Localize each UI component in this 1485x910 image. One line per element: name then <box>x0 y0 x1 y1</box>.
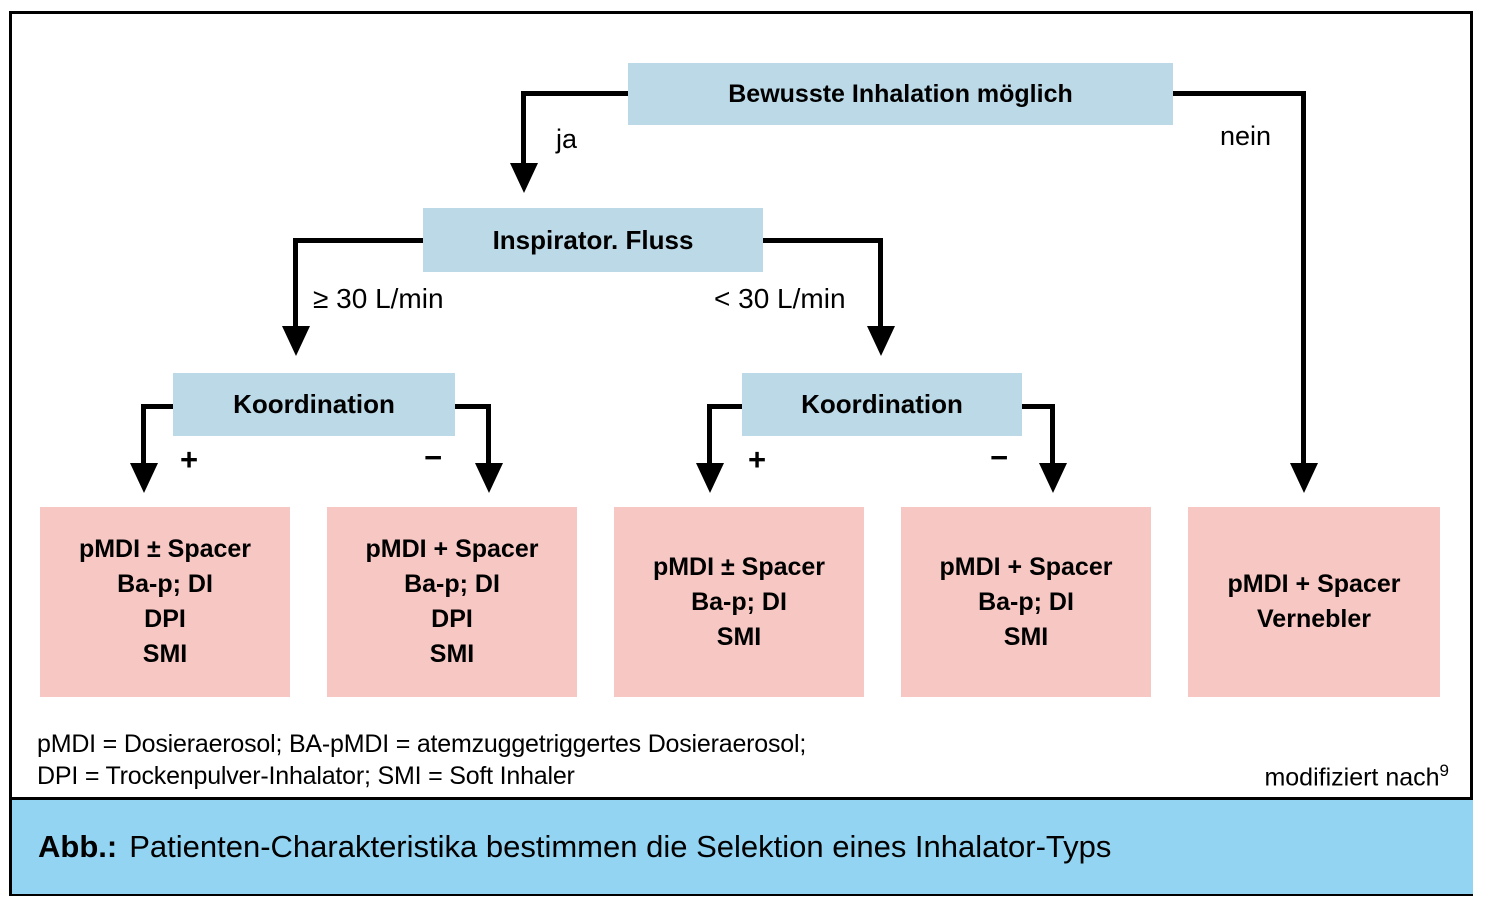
source-reference-number: 9 <box>1439 761 1449 780</box>
edge-label-minus-left: − <box>424 440 443 475</box>
edge-root-yes-arrowhead-icon <box>510 163 538 193</box>
edge-flow-low-horizontal-line <box>763 238 882 243</box>
outcome-box-3: pMDI ± Spacer Ba-p; DI SMI <box>614 507 864 697</box>
edge-label-minus-right: − <box>990 440 1009 475</box>
edge-koord-left-plus-arrowhead-icon <box>130 463 158 493</box>
outcome-line: SMI <box>716 622 762 651</box>
edge-koord-left-minus-horizontal-line <box>455 404 490 409</box>
outcome-line: Ba-p; DI <box>117 570 213 598</box>
outcome-line: SMI <box>142 640 188 668</box>
edge-flow-high-horizontal-line <box>295 238 423 243</box>
edge-koord-right-minus-vertical-line <box>1050 404 1055 465</box>
edge-label-nein: nein <box>1220 121 1272 151</box>
edge-root-yes-horizontal-line <box>523 91 630 96</box>
edge-flow-high-arrowhead-icon <box>282 326 310 356</box>
edge-root-yes-vertical-line <box>521 91 526 165</box>
node-koordination-left-label: Koordination <box>233 389 395 419</box>
outcome-box-5: pMDI + Spacer Vernebler <box>1188 507 1440 697</box>
outcome-line: SMI <box>429 640 475 668</box>
edge-root-no-vertical-line <box>1301 91 1306 465</box>
caption-bar: Abb.: Patienten-Charakteristika bestimme… <box>12 797 1473 894</box>
node-bewusste-inhalation-label: Bewusste Inhalation möglich <box>728 79 1073 108</box>
footnote-line-1: pMDI = Dosieraerosol; BA-pMDI = atemzugg… <box>37 730 807 758</box>
edge-flow-low-vertical-line <box>878 238 883 328</box>
outcome-line: pMDI + Spacer <box>365 535 539 563</box>
outcome-box-1: pMDI ± Spacer Ba-p; DI DPI SMI <box>40 507 290 697</box>
source-reference: modifiziert nach9 <box>1264 761 1449 792</box>
edge-koord-left-minus-arrowhead-icon <box>475 463 503 493</box>
edge-koord-left-plus-horizontal-line <box>143 404 173 409</box>
footnote-line-2: DPI = Trockenpulver-Inhalator; SMI = Sof… <box>37 762 575 790</box>
outcome-line: Vernebler <box>1257 605 1371 633</box>
node-inspirator-fluss-label: Inspirator. Fluss <box>492 224 694 255</box>
edge-label-flow-low: < 30 L/min <box>714 283 846 314</box>
edge-root-no-horizontal-line <box>1173 91 1306 96</box>
edge-root-no-arrowhead-icon <box>1290 463 1318 493</box>
edge-koord-left-plus-vertical-line <box>141 404 146 465</box>
edge-label-plus-right: + <box>748 442 767 477</box>
edge-koord-right-plus-horizontal-line <box>709 404 742 409</box>
outcome-line: pMDI + Spacer <box>1227 570 1401 598</box>
outcome-line: pMDI + Spacer <box>939 552 1113 581</box>
edge-koord-right-plus-vertical-line <box>707 404 712 465</box>
outcome-line: pMDI ± Spacer <box>652 552 826 581</box>
node-koordination-right-label: Koordination <box>801 389 963 419</box>
edge-label-flow-high: ≥ 30 L/min <box>313 283 444 314</box>
edge-koord-right-minus-horizontal-line <box>1022 404 1055 409</box>
edge-koord-left-minus-vertical-line <box>486 404 491 465</box>
node-bewusste-inhalation: Bewusste Inhalation möglich <box>628 63 1173 125</box>
caption-text: Patienten-Charakteristika bestimmen die … <box>129 829 1112 864</box>
outcome-line: DPI <box>144 605 186 633</box>
node-inspirator-fluss: Inspirator. Fluss <box>423 208 763 272</box>
edge-koord-right-minus-arrowhead-icon <box>1039 463 1067 493</box>
node-koordination-left: Koordination <box>173 373 455 436</box>
outcome-box-4: pMDI + Spacer Ba-p; DI SMI <box>901 507 1151 697</box>
outcome-line: Ba-p; DI <box>978 587 1074 616</box>
outcome-box-2: pMDI + Spacer Ba-p; DI DPI SMI <box>327 507 577 697</box>
outcome-line: SMI <box>1003 622 1049 651</box>
edge-koord-right-plus-arrowhead-icon <box>696 463 724 493</box>
outcome-line: Ba-p; DI <box>404 570 500 598</box>
outcome-line: Ba-p; DI <box>691 587 787 616</box>
edge-flow-high-vertical-line <box>293 238 298 328</box>
node-koordination-right: Koordination <box>742 373 1022 436</box>
outcome-line: pMDI ± Spacer <box>78 535 252 563</box>
edge-label-plus-left: + <box>180 442 199 477</box>
edge-flow-low-arrowhead-icon <box>867 326 895 356</box>
edge-label-ja: ja <box>556 124 578 154</box>
outcome-line: DPI <box>431 605 473 633</box>
source-reference-text: modifiziert nach <box>1264 763 1440 792</box>
caption-label: Abb.: <box>38 829 118 864</box>
